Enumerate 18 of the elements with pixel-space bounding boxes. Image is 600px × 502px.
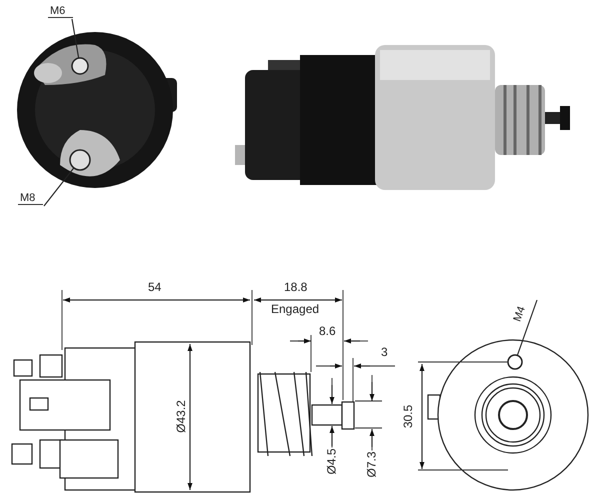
thread-size-label: M4 xyxy=(511,304,528,324)
dimension-value: 54 xyxy=(147,281,162,294)
thread-size-label: M6 xyxy=(48,5,74,18)
dimension-value: 18.8 xyxy=(283,281,308,294)
mounting-hole xyxy=(507,354,523,370)
leader-line xyxy=(44,168,74,206)
dimension-value: 30.5 xyxy=(402,404,416,430)
dimension-value: 8.6 xyxy=(318,325,337,338)
leader-line xyxy=(71,18,80,58)
dimension-value: Ø4.5 xyxy=(326,448,338,476)
leader-line xyxy=(516,300,538,356)
dimension-value: Engaged xyxy=(270,303,320,316)
terminal-stud xyxy=(69,149,91,171)
dimension-value: 3 xyxy=(380,346,389,359)
thread-size-label: M8 xyxy=(18,192,44,205)
dimension-value: Ø43.2 xyxy=(174,399,188,434)
terminal-stud xyxy=(71,57,89,75)
dimension-value: Ø7.3 xyxy=(366,450,378,478)
